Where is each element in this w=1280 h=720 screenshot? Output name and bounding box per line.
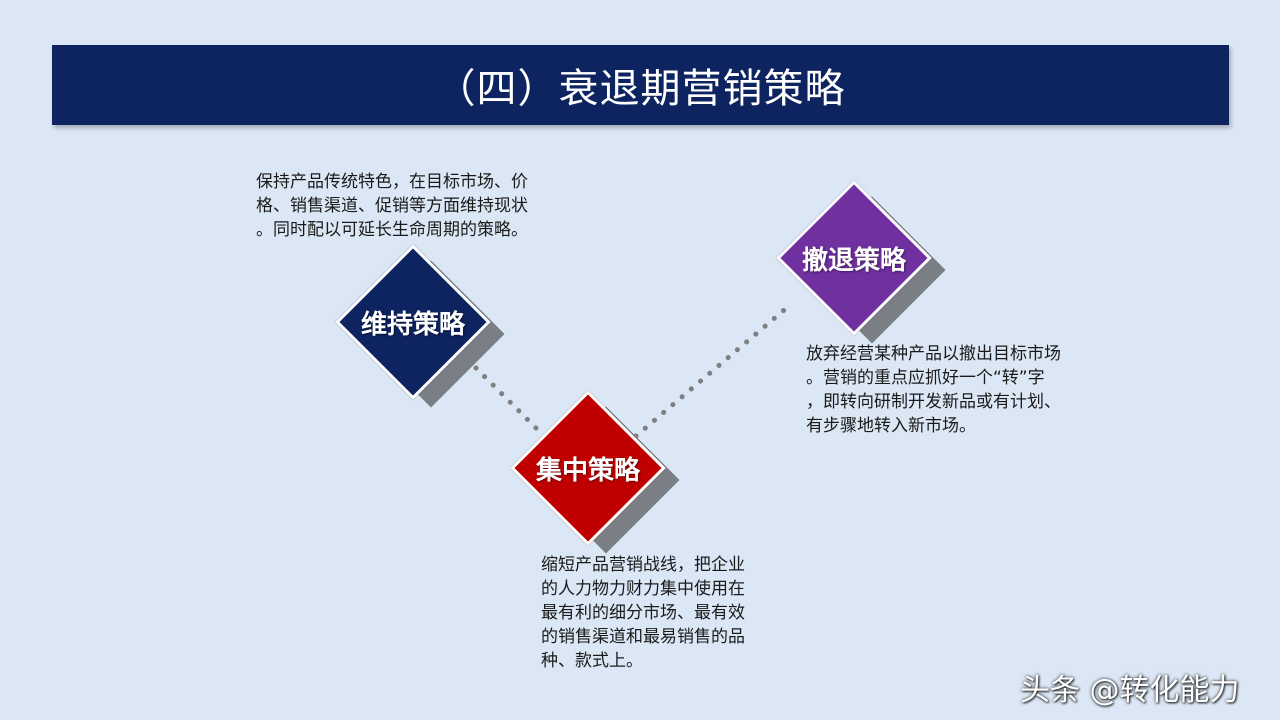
- withdraw-strategy-label: 撤退策略: [801, 245, 906, 276]
- desc-line: 种、款式上。: [541, 651, 643, 671]
- maintain-strategy-description: 保持产品传统特色，在目标市场、价 格、销售渠道、促销等方面维持现状 。同时配以可…: [256, 170, 528, 242]
- page-title: （四）衰退期营销策略: [435, 66, 846, 112]
- desc-line: 。营销的重点应抓好一个“转”字: [806, 368, 1045, 388]
- concentrate-strategy-label: 集中策略: [535, 455, 640, 486]
- maintain-strategy-label: 维持策略: [360, 309, 465, 340]
- withdraw-strategy-node: 撤退策略: [744, 148, 964, 368]
- connector-concentrate-withdraw: [633, 302, 793, 439]
- concentrate-strategy-description: 缩短产品营销战线，把企业 的人力物力财力集中使用在 最有利的细分市场、最有效 的…: [541, 553, 745, 673]
- desc-line: 。同时配以可延长生命周期的策略。: [256, 220, 528, 240]
- desc-line: 最有利的细分市场、最有效: [541, 603, 745, 623]
- title-bar: （四）衰退期营销策略: [52, 45, 1229, 125]
- desc-line: 缩短产品营销战线，把企业: [541, 555, 745, 575]
- desc-line: ，即转向研制开发新品或有计划、: [806, 392, 1061, 412]
- desc-line: 的销售渠道和最易销售的品: [541, 627, 745, 647]
- desc-line: 保持产品传统特色，在目标市场、价: [256, 172, 528, 192]
- desc-line: 放弃经营某种产品以撤出目标市场: [806, 344, 1061, 364]
- maintain-strategy-node: 维持策略: [303, 212, 523, 432]
- connector-maintain-concentrate: [473, 365, 539, 431]
- withdraw-strategy-description: 放弃经营某种产品以撤出目标市场 。营销的重点应抓好一个“转”字 ，即转向研制开发…: [806, 342, 1061, 438]
- desc-line: 有步骤地转入新市场。: [806, 416, 976, 436]
- desc-line: 的人力物力财力集中使用在: [541, 579, 745, 599]
- desc-line: 格、销售渠道、促销等方面维持现状: [256, 196, 528, 216]
- watermark: 头条 @转化能力: [1020, 673, 1240, 708]
- concentrate-strategy-node: 集中策略: [478, 358, 698, 578]
